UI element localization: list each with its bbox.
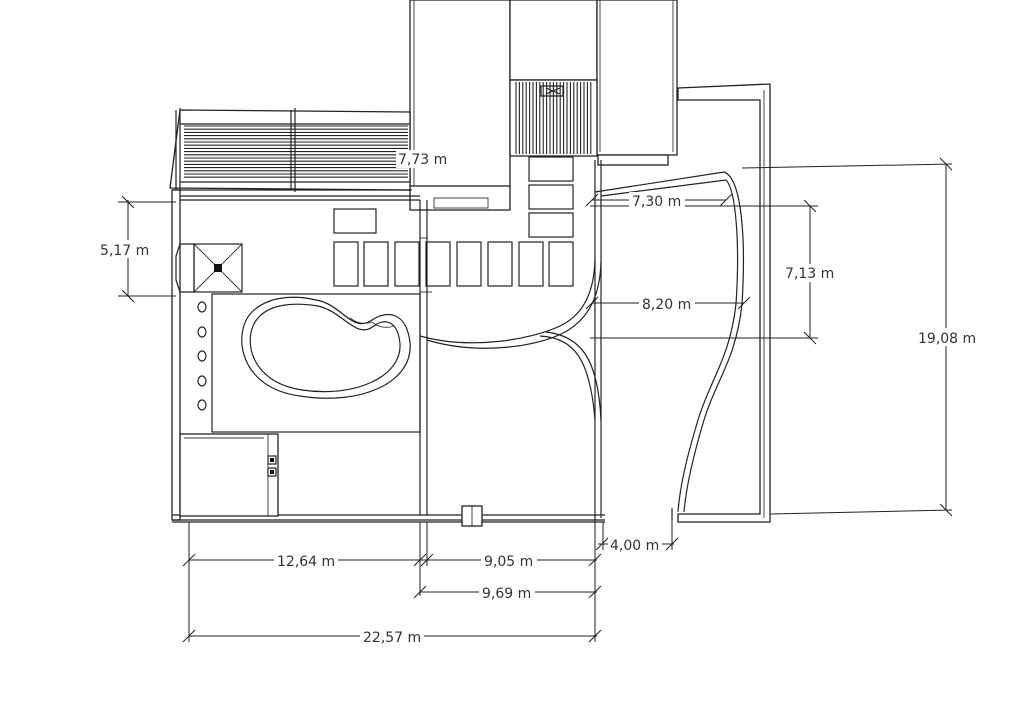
dimension-lines — [118, 149, 953, 643]
dim-label-9-69: 9,69 m — [482, 586, 531, 602]
pergola-structure — [169, 108, 412, 192]
right-boundary-wall — [671, 83, 771, 523]
dim-label-4-00: 4,00 m — [610, 538, 659, 554]
dim-label-7-30: 7,30 m — [632, 194, 681, 210]
dimension-labels: 7,73 m 5,17 m 7,30 m 7,13 m 8,20 m 19,08… — [98, 150, 980, 646]
hatched-stair-block — [509, 79, 598, 157]
lounger-row — [333, 156, 574, 287]
pool-light-icons — [197, 301, 207, 411]
dim-label-22-57: 22,57 m — [363, 630, 421, 646]
cabana-structure — [179, 433, 279, 517]
dim-label-8-20: 8,20 m — [642, 297, 691, 313]
lot-outline — [171, 160, 605, 527]
dim-label-12-64: 12,64 m — [277, 554, 335, 570]
building-towers — [409, 0, 678, 211]
dim-label-9-05: 9,05 m — [484, 554, 533, 570]
dim-label-5-17: 5,17 m — [100, 243, 149, 259]
dim-label-7-13: 7,13 m — [785, 266, 834, 282]
dim-label-19-08: 19,08 m — [918, 331, 976, 347]
garden-paths — [419, 171, 745, 513]
dim-label-7-73: 7,73 m — [398, 152, 447, 168]
pool-deck — [197, 293, 421, 433]
umbrella-icon — [175, 243, 243, 293]
